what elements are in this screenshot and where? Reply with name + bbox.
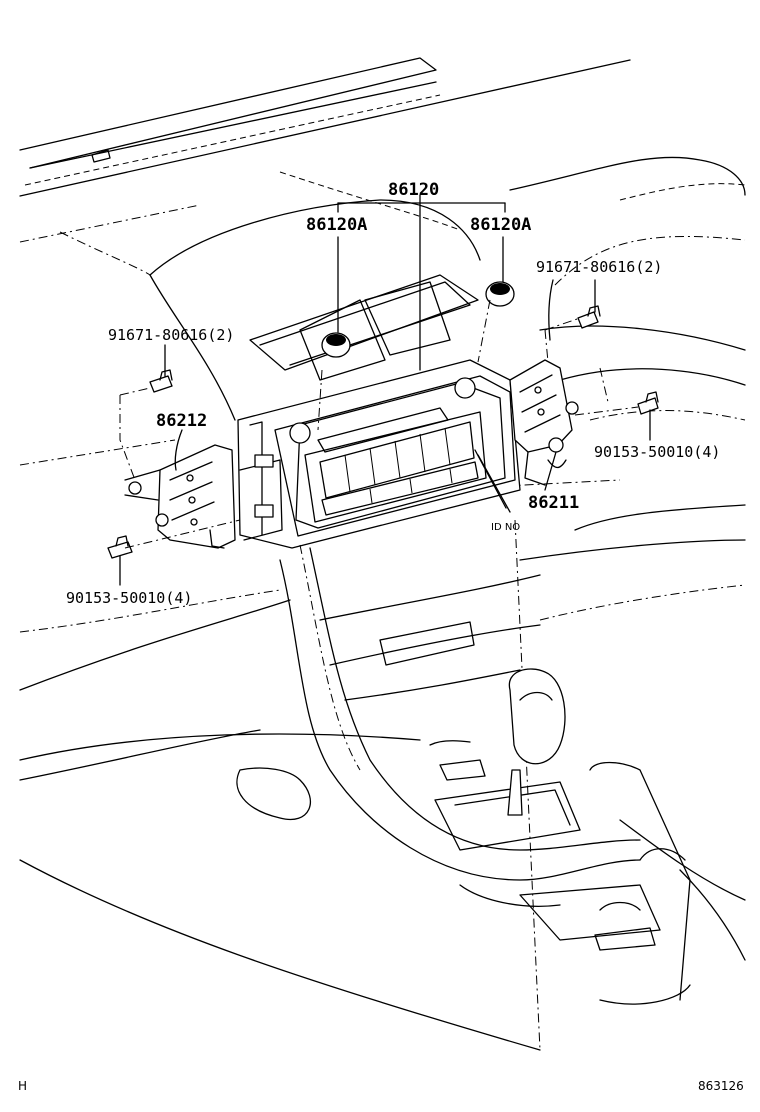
bolt-left bbox=[107, 535, 133, 559]
footer-right-code: 863126 bbox=[698, 1079, 744, 1093]
display-opening bbox=[249, 274, 479, 381]
label-bracket-left: 86212 bbox=[156, 411, 207, 431]
label-screw-left-top: 91671-80616(2) bbox=[108, 326, 234, 344]
label-knob-right: 86120A bbox=[470, 215, 531, 235]
bracket-right-86211 bbox=[509, 359, 579, 486]
label-screw-right-top: 91671-80616(2) bbox=[536, 258, 662, 276]
label-id-no: ID NO bbox=[491, 522, 520, 533]
knob-right-86120A bbox=[485, 281, 515, 307]
label-knob-left: 86120A bbox=[306, 215, 367, 235]
shift-lever bbox=[507, 668, 566, 816]
bolt-right bbox=[637, 391, 659, 415]
dashboard-top-trim bbox=[19, 57, 631, 243]
center-console bbox=[19, 544, 746, 1051]
knob-left-86120A bbox=[321, 332, 351, 358]
installation-guides bbox=[119, 299, 639, 1051]
footer-left-code: H bbox=[18, 1079, 27, 1093]
label-bracket-right: 86211 bbox=[528, 493, 579, 513]
bracket-left-86212 bbox=[124, 444, 236, 549]
label-bolt-right: 90153-50010(4) bbox=[594, 443, 720, 461]
leader-lines bbox=[119, 194, 651, 586]
screw-left-top bbox=[149, 369, 173, 393]
label-86120: 86120 bbox=[388, 180, 439, 200]
radio-head-unit bbox=[237, 359, 521, 549]
dashboard-body bbox=[19, 156, 746, 761]
screw-right-top bbox=[577, 305, 601, 329]
label-bolt-left: 90153-50010(4) bbox=[66, 589, 192, 607]
